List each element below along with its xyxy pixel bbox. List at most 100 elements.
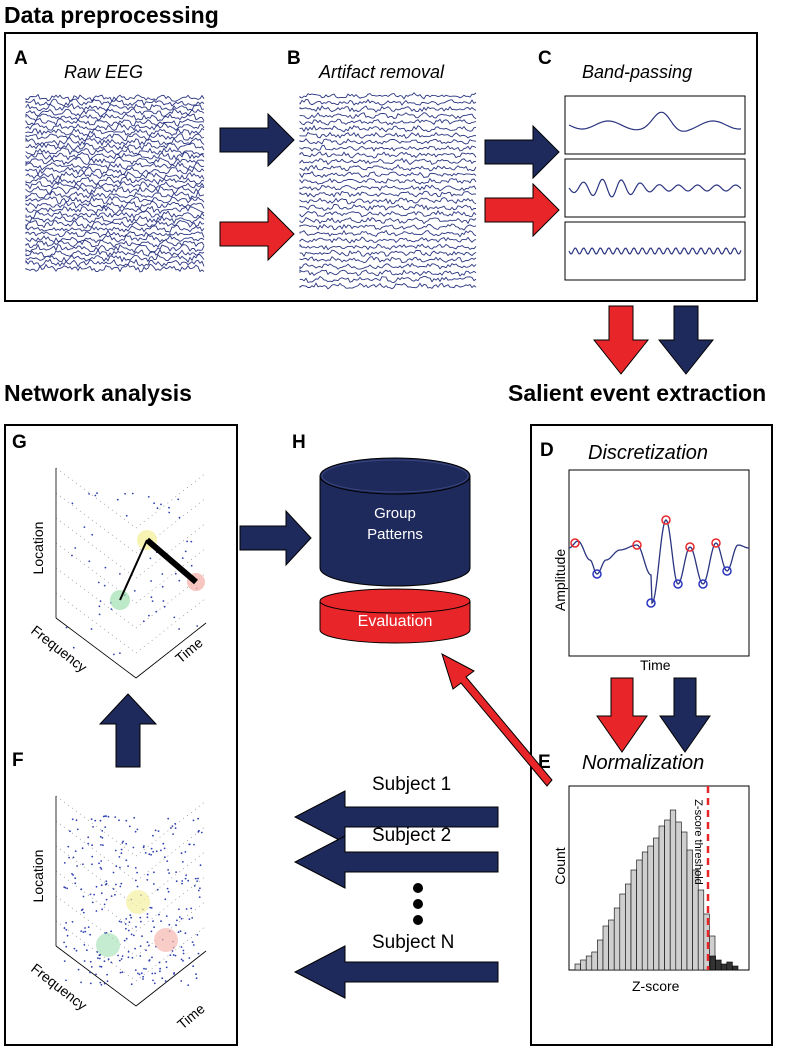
raw-eeg-trace	[25, 171, 205, 180]
f-plot-point	[120, 882, 123, 885]
band-mid-signal	[568, 178, 742, 198]
f-plot-point	[167, 890, 170, 893]
g-plot-point	[65, 626, 68, 629]
g-plot-point	[178, 579, 181, 582]
g-plot-point	[156, 507, 159, 510]
f-cluster-pink	[154, 928, 178, 952]
clean-eeg-trace	[299, 177, 477, 185]
f-plot-point	[112, 871, 115, 874]
clean-eeg-trace	[299, 105, 477, 113]
f-plot-point	[142, 846, 145, 849]
panel-label-raw-eeg: Raw EEG	[64, 62, 144, 82]
g-plot-point	[160, 503, 162, 506]
f-plot-point	[191, 917, 194, 919]
f-plot-point	[192, 944, 195, 946]
f-plot-point	[132, 934, 135, 937]
f-plot-point	[136, 885, 139, 888]
f-plot-point	[103, 903, 106, 906]
g-edge-thin	[119, 539, 148, 601]
f-plot-point	[160, 920, 162, 922]
f-plot-point	[145, 968, 147, 970]
g-plot-point	[173, 616, 176, 619]
f-plot-point	[94, 819, 97, 822]
f-plot-point	[148, 853, 151, 856]
f-plot-point	[118, 819, 120, 822]
raw-eeg-trace	[25, 258, 205, 268]
f-plot-point	[100, 965, 103, 968]
g-plot-point	[168, 511, 171, 514]
f-plot-point	[122, 840, 124, 843]
panel-letter-f: F	[12, 750, 24, 771]
f-plot-point	[127, 956, 130, 959]
panel-letter-c: C	[538, 48, 552, 69]
clean-eeg-trace	[299, 190, 477, 198]
f-plot-point	[185, 874, 188, 877]
f-plot-point	[74, 882, 77, 885]
f-plot-point	[153, 926, 156, 929]
f-plot-point	[180, 852, 183, 855]
network-analysis-box	[4, 424, 238, 1046]
f-plot-point	[87, 926, 90, 928]
f-plot-point	[158, 961, 161, 964]
f-plot-point	[175, 924, 178, 927]
f-plot-point	[177, 931, 180, 933]
f-plot-point	[150, 907, 153, 909]
clean-eeg-trace	[299, 249, 477, 257]
subject-1-label: Subject 1	[372, 774, 452, 795]
histogram-tail-bar	[726, 961, 733, 971]
raw-eeg-trace	[25, 113, 205, 122]
f-plot-point	[179, 930, 182, 933]
raw-eeg-trace	[25, 137, 205, 147]
f-plot-point	[91, 855, 94, 858]
f-plot-point	[142, 975, 145, 978]
f-plot-point	[169, 827, 172, 829]
histogram-bar	[591, 951, 598, 971]
f-plot-point	[140, 920, 142, 923]
f-plot-point	[71, 873, 73, 875]
f-plot-point	[71, 818, 74, 821]
f-plot-point	[89, 960, 92, 963]
f-plot-point	[72, 856, 75, 859]
f-plot-point	[187, 984, 190, 986]
f-plot-point	[165, 966, 168, 969]
g-plot-point	[163, 605, 166, 608]
band-signals	[568, 111, 742, 255]
f-plot-point	[102, 815, 105, 818]
raw-eeg-trace	[25, 210, 205, 219]
histogram-bar	[574, 963, 581, 971]
g-plot-point	[88, 493, 90, 495]
clean-eeg-trace	[299, 236, 477, 244]
f-plot-point	[127, 929, 130, 932]
f-plot-point	[75, 949, 78, 952]
histogram-bar	[613, 907, 621, 971]
f-plot-point	[133, 816, 136, 819]
f-plot-point	[120, 921, 123, 923]
g-plot-point	[72, 646, 75, 649]
raw-eeg-trace	[25, 180, 205, 190]
f-plot-point	[197, 889, 200, 892]
histogram-bar	[669, 809, 677, 971]
histogram-bar	[675, 821, 682, 971]
f-plot-point	[87, 836, 90, 839]
f-plot-point	[200, 831, 203, 834]
g-plot-point	[174, 572, 177, 575]
clean-eeg-trace	[299, 217, 477, 225]
f-plot-point	[81, 847, 84, 850]
f-plot-point	[89, 982, 92, 985]
band-low-signal	[568, 111, 742, 132]
f-plot-point	[121, 955, 124, 957]
clean-eeg-trace	[299, 203, 476, 211]
f-plot-point	[184, 877, 187, 880]
f-plot-point	[118, 856, 121, 858]
clean-eeg-trace	[299, 138, 477, 145]
f-plot-point	[153, 871, 155, 874]
f-plot-point	[68, 856, 70, 859]
f-plot-point	[160, 849, 162, 852]
f-plot-point	[63, 960, 66, 962]
clean-eeg-trace	[299, 210, 477, 218]
raw-eeg-trace	[25, 166, 205, 177]
f-plot-point	[128, 825, 131, 828]
clean-eeg-trace	[299, 151, 477, 159]
f-plot-point	[174, 822, 177, 825]
f-plot-point	[120, 852, 123, 855]
